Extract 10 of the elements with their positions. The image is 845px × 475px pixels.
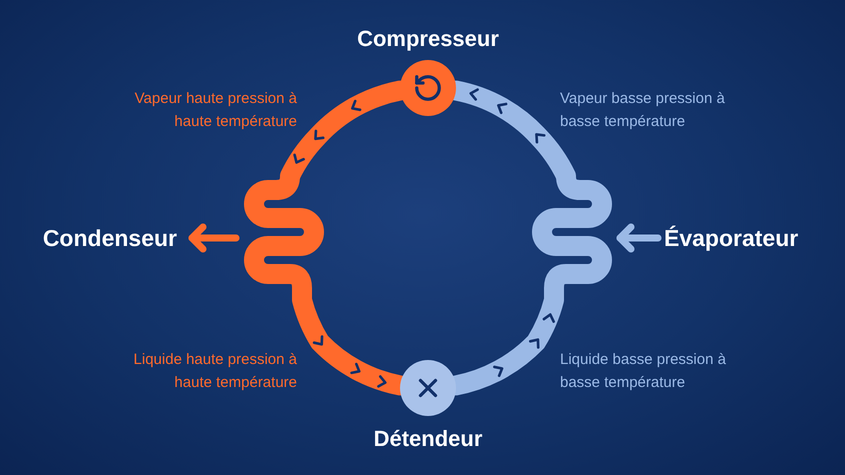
pressure-note: Vapeur basse pression à basse température — [560, 89, 726, 132]
pressure-note: Vapeur haute pression à haute température — [134, 89, 297, 132]
heat-arrow — [188, 224, 240, 252]
pressure-note: Liquide haute pression à haute température — [132, 350, 297, 393]
component-label: Condenseur — [42, 224, 177, 252]
pressure-note: Liquide basse pression à basse température — [560, 350, 726, 393]
component-label: Compresseur — [357, 26, 499, 52]
heat-arrow — [616, 224, 662, 252]
component-label: Détendeur — [374, 426, 482, 452]
component-label: Évaporateur — [664, 224, 798, 252]
